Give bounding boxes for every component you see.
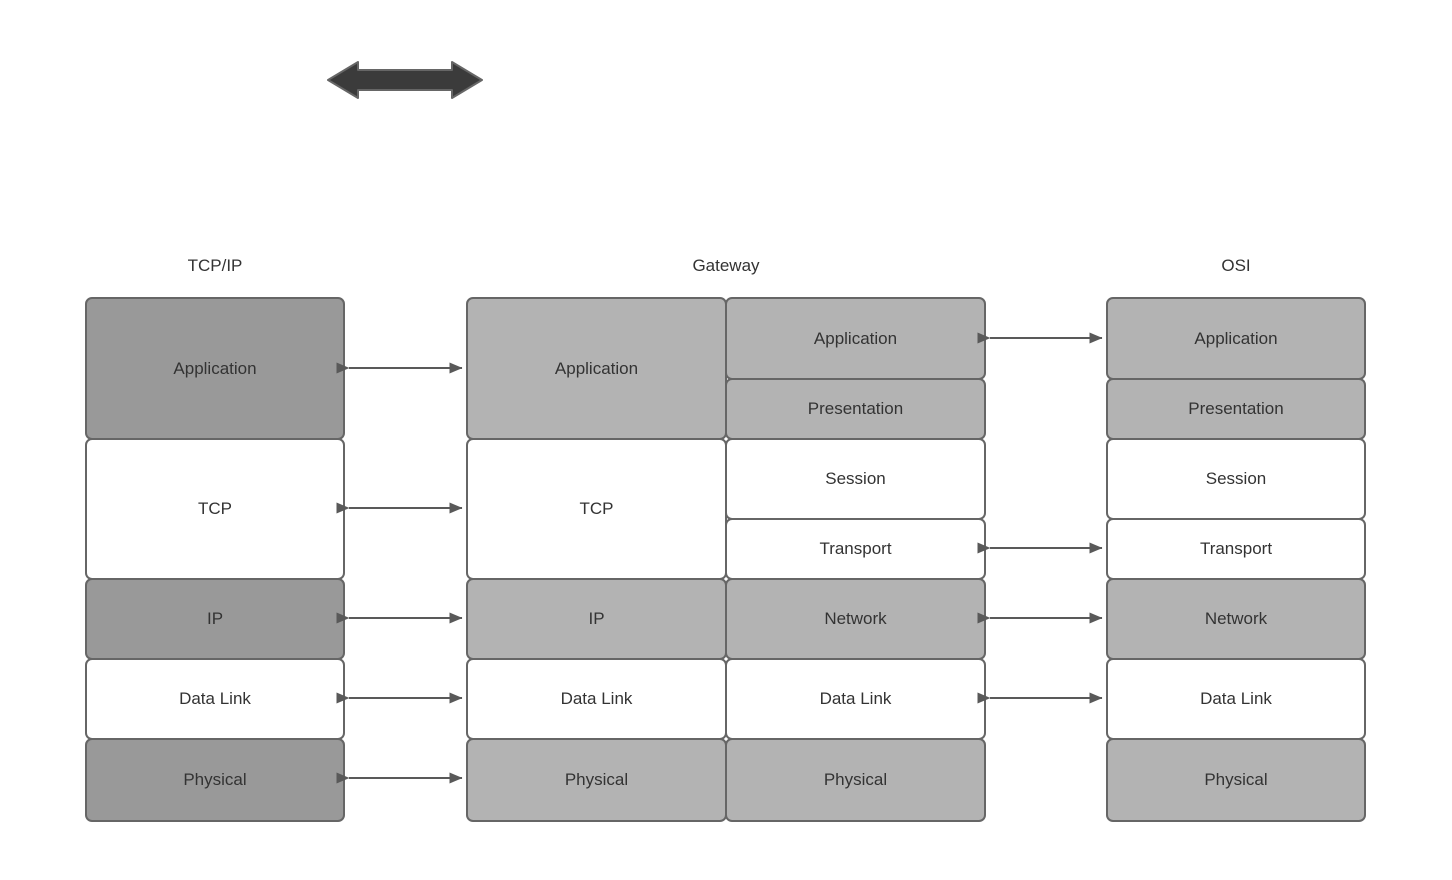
- gateway-right-layer-application: Application: [725, 297, 986, 380]
- gateway-left-layer-tcp-label: TCP: [579, 499, 614, 518]
- gateway-left-layer-data-link: Data Link: [466, 658, 727, 740]
- osi-layer-network: Network: [1106, 578, 1366, 660]
- gateway-left-layer-application: Application: [466, 297, 727, 440]
- tcpip-layer-ip: IP: [85, 578, 345, 660]
- gateway-right-layer-presentation: Presentation: [725, 378, 986, 440]
- tcpip-layer-data-link: Data Link: [85, 658, 345, 740]
- connectors-gateway-osi: [977, 332, 1103, 704]
- gateway-right-layer-presentation-label: Presentation: [807, 399, 904, 418]
- tcpip-stack: Application TCP IP Data Link Physical: [85, 297, 345, 822]
- tcpip-layer-tcp-label: TCP: [198, 499, 232, 518]
- tcpip-layer-tcp: TCP: [85, 438, 345, 580]
- osi-layer-presentation: Presentation: [1106, 378, 1366, 440]
- gateway-left-layer-ip: IP: [466, 578, 727, 660]
- gateway-right-stack: Application Presentation Session Transpo…: [725, 297, 986, 822]
- gateway-right-layer-session: Session: [725, 438, 986, 520]
- gateway-left-layer-ip-label: IP: [588, 609, 605, 628]
- gateway-left-stack: Application TCP IP Data Link Physical: [466, 297, 727, 822]
- gateway-right-layer-transport-label: Transport: [819, 539, 892, 558]
- gateway-left-layer-application-label: Application: [554, 358, 639, 378]
- osi-layer-physical-label: Physical: [1204, 770, 1268, 789]
- gateway-left-layer-data-link-label: Data Link: [560, 689, 633, 708]
- osi-layer-application: Application: [1106, 297, 1366, 380]
- gateway-right-layer-session-label: Session: [825, 469, 886, 488]
- osi-layer-data-link: Data Link: [1106, 658, 1366, 740]
- double-arrow-icon: [327, 61, 483, 99]
- osi-layer-data-link-label: Data Link: [1200, 689, 1272, 708]
- gateway-right-layer-data-link: Data Link: [725, 658, 986, 740]
- gateway-left-layer-physical: Physical: [466, 738, 727, 822]
- tcpip-layer-ip-label: IP: [206, 609, 224, 628]
- osi-layer-session: Session: [1106, 438, 1366, 520]
- gateway-left-layer-tcp: TCP: [466, 438, 727, 580]
- osi-layer-physical: Physical: [1106, 738, 1366, 822]
- gateway-right-layer-data-link-label: Data Link: [819, 689, 892, 708]
- tcpip-column-title: TCP/IP: [187, 256, 243, 275]
- tcpip-layer-application: Application: [85, 297, 345, 440]
- tcpip-layer-physical: Physical: [85, 738, 345, 822]
- gateway-right-layer-physical-label: Physical: [823, 770, 888, 789]
- gateway-right-layer-network-label: Network: [824, 609, 887, 628]
- tcpip-layer-data-link-label: Data Link: [179, 689, 251, 708]
- connectors-tcpip-gateway: [336, 362, 463, 784]
- tcpip-layer-physical-label: Physical: [183, 770, 247, 789]
- gateway-right-layer-transport: Transport: [725, 518, 986, 580]
- osi-layer-presentation-label: Presentation: [1188, 399, 1284, 418]
- gateway-column-title: Gateway: [692, 256, 760, 275]
- osi-layer-transport-label: Transport: [1199, 539, 1273, 558]
- osi-layer-transport: Transport: [1106, 518, 1366, 580]
- osi-column-title: OSI: [1221, 256, 1251, 275]
- gateway-right-layer-physical: Physical: [725, 738, 986, 822]
- gateway-right-layer-application-label: Application: [813, 328, 898, 348]
- osi-stack: Application Presentation Session Transpo…: [1106, 297, 1366, 822]
- gateway-left-layer-physical-label: Physical: [564, 770, 629, 789]
- osi-layer-session-label: Session: [1205, 469, 1267, 488]
- osi-layer-application-label: Application: [1194, 328, 1278, 348]
- gateway-right-layer-network: Network: [725, 578, 986, 660]
- tcpip-layer-application-label: Application: [173, 358, 257, 378]
- osi-layer-network-label: Network: [1204, 609, 1268, 628]
